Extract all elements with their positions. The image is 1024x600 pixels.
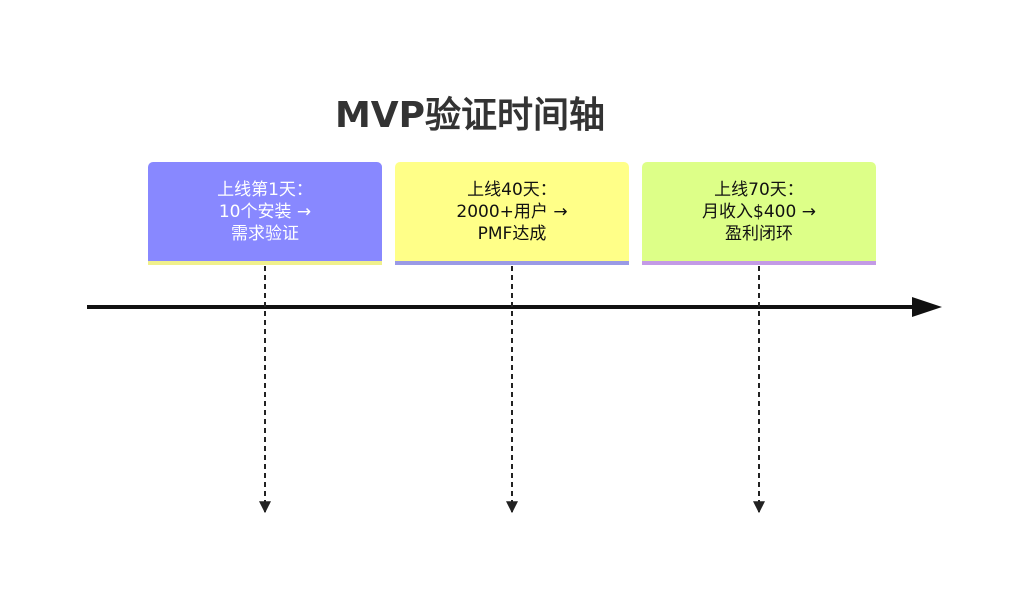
- milestone-card-day40: 上线40天： 2000+用户 → PMF达成: [395, 162, 629, 265]
- milestone-line: 上线70天：: [714, 179, 804, 200]
- milestone-text: 上线40天： 2000+用户 → PMF达成: [456, 179, 567, 245]
- milestone-line: 2000+用户 →: [456, 201, 568, 222]
- milestone-line: 需求验证: [230, 223, 299, 244]
- timeline-axis-arrowhead: [912, 297, 942, 317]
- milestone-line: 盈利闭环: [724, 223, 793, 244]
- milestone-card-day1: 上线第1天： 10个安装 → 需求验证: [148, 162, 382, 265]
- milestone-line: PMF达成: [477, 223, 547, 244]
- milestone-text: 上线70天： 月收入$400 → 盈利闭环: [702, 179, 816, 245]
- page-title: MVP验证时间轴: [334, 95, 606, 136]
- milestone-line: 上线第1天：: [217, 179, 313, 200]
- milestone-card-day70: 上线70天： 月收入$400 → 盈利闭环: [642, 162, 876, 265]
- milestone-line: 月收入$400 →: [702, 201, 816, 222]
- milestone-line: 上线40天：: [467, 179, 557, 200]
- milestone-text: 上线第1天： 10个安装 → 需求验证: [217, 179, 313, 245]
- milestone-line: 10个安装 →: [218, 201, 312, 222]
